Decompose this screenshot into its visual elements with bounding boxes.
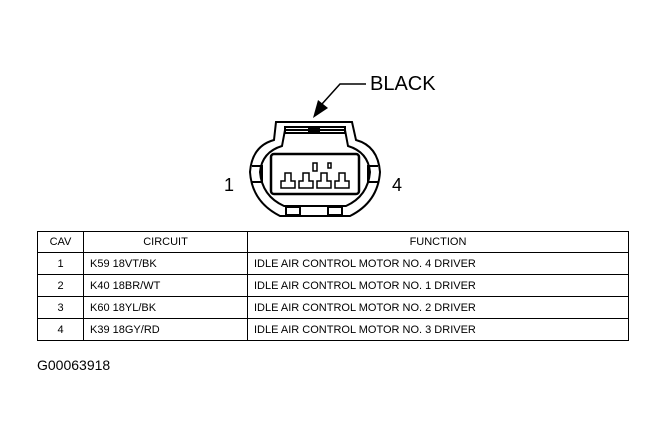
- cell-function: IDLE AIR CONTROL MOTOR NO. 2 DRIVER: [247, 296, 629, 319]
- table-row: 2 K40 18BR/WT IDLE AIR CONTROL MOTOR NO.…: [37, 274, 629, 297]
- pin-terminals: [280, 162, 350, 189]
- cell-cav: 2: [37, 274, 84, 297]
- table-row: 1 K59 18VT/BK IDLE AIR CONTROL MOTOR NO.…: [37, 252, 629, 275]
- table-header-row: CAV CIRCUIT FUNCTION: [37, 231, 629, 253]
- pin-1-label: 1: [224, 175, 234, 195]
- connector-color-label: BLACK: [370, 73, 436, 95]
- cell-circuit: K39 18GY/RD: [83, 318, 248, 341]
- header-circuit: CIRCUIT: [83, 231, 248, 253]
- table-row: 3 K60 18YL/BK IDLE AIR CONTROL MOTOR NO.…: [37, 296, 629, 319]
- table-row: 4 K39 18GY/RD IDLE AIR CONTROL MOTOR NO.…: [37, 318, 629, 341]
- connector-outline: [248, 121, 382, 217]
- header-function: FUNCTION: [247, 231, 629, 253]
- cell-function: IDLE AIR CONTROL MOTOR NO. 1 DRIVER: [247, 274, 629, 297]
- color-leader-arrow: [313, 83, 366, 118]
- connector-diagram: BLACK 1 4: [224, 73, 436, 217]
- figure-id: G00063918: [37, 357, 111, 373]
- cell-circuit: K40 18BR/WT: [83, 274, 248, 297]
- cell-cav: 4: [37, 318, 84, 341]
- cell-circuit: K60 18YL/BK: [83, 296, 248, 319]
- cell-cav: 1: [37, 252, 84, 275]
- cell-cav: 3: [37, 296, 84, 319]
- cell-circuit: K59 18VT/BK: [83, 252, 248, 275]
- header-cav: CAV: [37, 231, 84, 253]
- pinout-table: CAV CIRCUIT FUNCTION 1 K59 18VT/BK IDLE …: [37, 231, 629, 341]
- cell-function: IDLE AIR CONTROL MOTOR NO. 4 DRIVER: [247, 252, 629, 275]
- pin-4-label: 4: [392, 175, 402, 195]
- cell-function: IDLE AIR CONTROL MOTOR NO. 3 DRIVER: [247, 318, 629, 341]
